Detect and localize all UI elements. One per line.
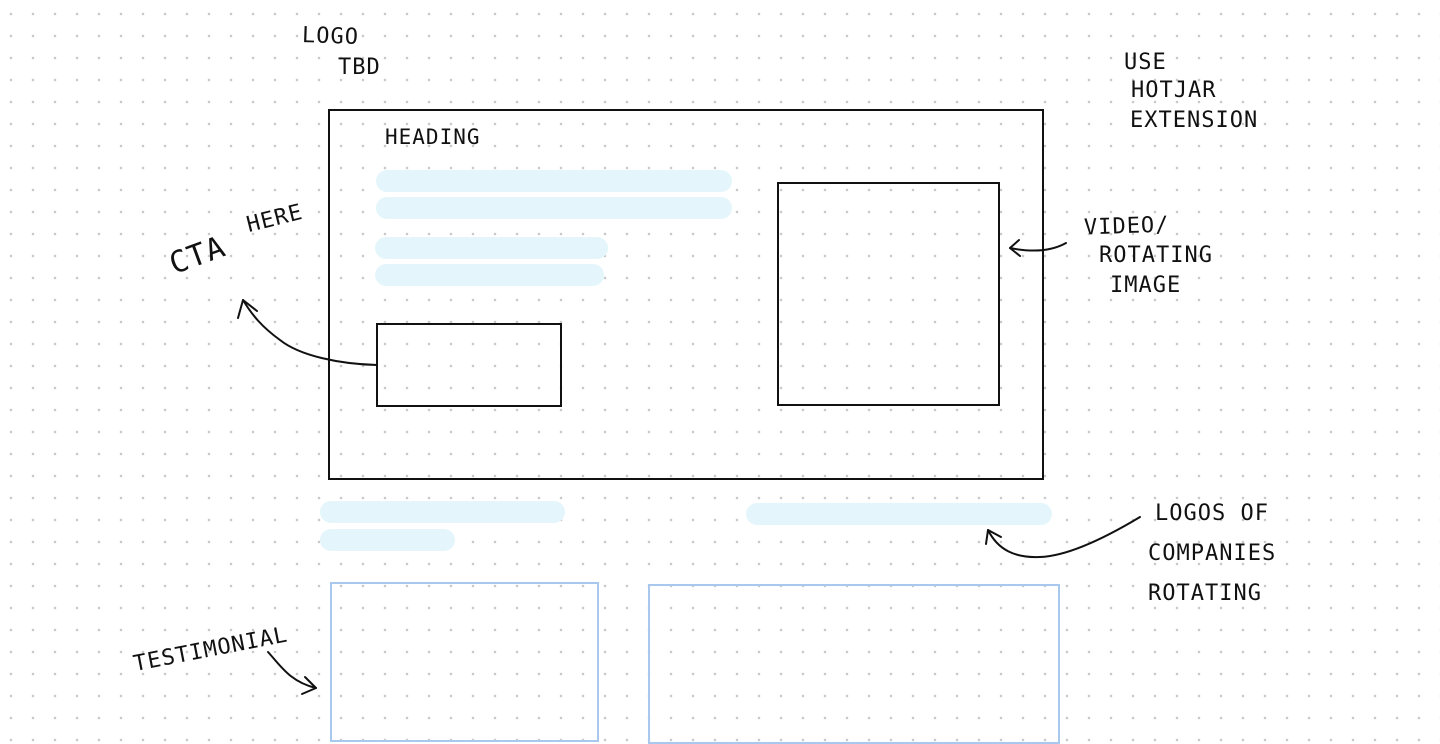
cta-note-part1: CTA [164,229,231,282]
video-note-line1: VIDEO/ [1083,212,1170,241]
testimonial-arrowhead [301,676,317,695]
cta-button-placeholder [376,323,562,407]
hero-section-frame [328,109,1044,480]
cta-note-part2: HERE [244,199,306,238]
hero-text-line-2 [376,197,732,219]
logos-note-line2: COMPANIES [1148,541,1277,566]
subtext-line-2 [320,529,455,551]
hotjar-note-line2: HOTJAR [1131,78,1217,103]
company-logos-strip [746,503,1052,525]
hero-text-line-1 [376,170,732,192]
cta-arrowhead [237,299,258,319]
testimonial-note: TESTIMONIAL [131,622,291,677]
logo-note-line2: TBD [338,55,381,80]
logos-note-line3: ROTATING [1148,581,1262,606]
testimonial-arrow [267,651,317,689]
hotjar-note-line3: EXTENSION [1130,108,1259,133]
hero-text-line-4 [375,264,604,286]
logos-arrowhead [985,529,1002,545]
testimonial-card-right [648,584,1060,744]
testimonial-card-left [330,582,599,742]
video-note-line2: ROTATING [1099,243,1213,268]
hero-heading-label: HEADING [385,125,481,149]
hotjar-note-line1: USE [1124,50,1167,75]
subtext-line-1 [320,501,565,523]
video-note-line3: IMAGE [1110,273,1182,298]
logo-note-line1: LOGO [301,23,360,50]
hero-text-line-3 [375,237,608,259]
logos-note-line1: LOGOS OF [1155,501,1269,526]
video-image-placeholder [777,182,1000,406]
